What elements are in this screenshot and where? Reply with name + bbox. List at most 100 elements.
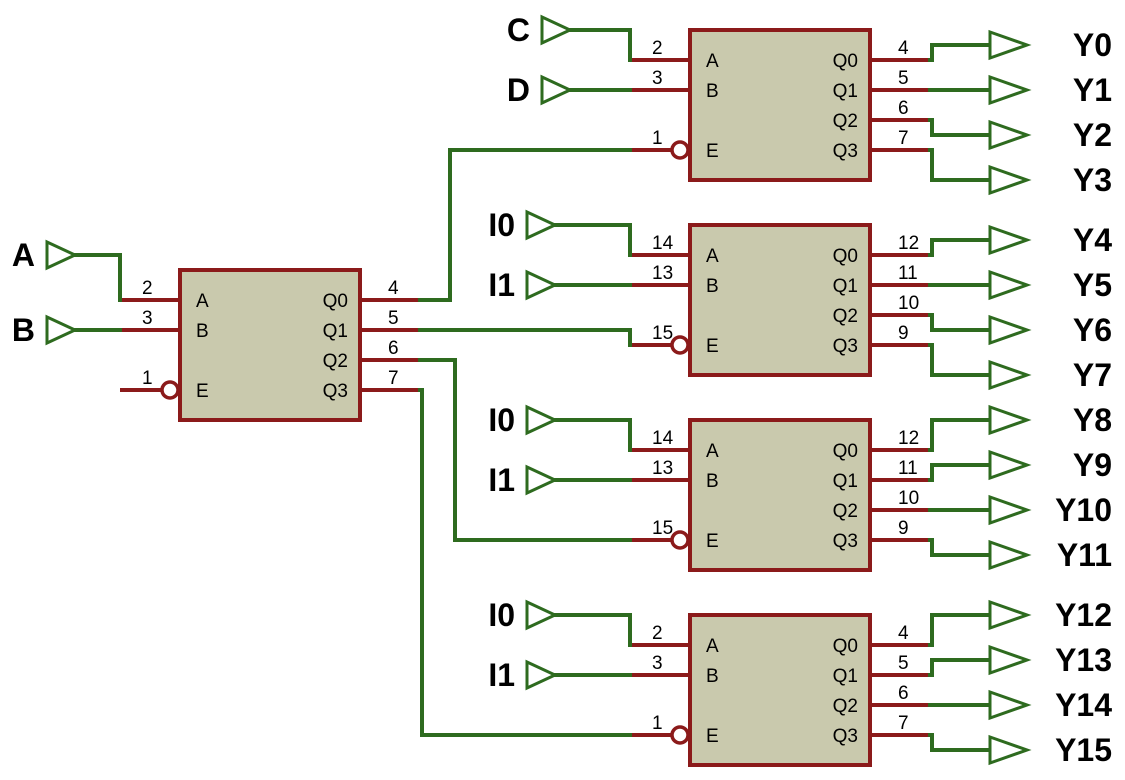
pin-number-b: 3 xyxy=(652,653,663,674)
pin-label-q1: Q1 xyxy=(833,666,858,687)
pin-number-q2: 6 xyxy=(388,338,399,359)
pin-label-q1: Q1 xyxy=(323,321,348,342)
pin-number-q2: 10 xyxy=(898,488,919,509)
pin-label-b: B xyxy=(706,81,719,102)
output-label-2: Y2 xyxy=(1073,117,1112,153)
output-port-3 xyxy=(988,164,1032,196)
input-port-8 xyxy=(525,599,559,631)
wire-a xyxy=(73,253,122,302)
pin-number-q0: 12 xyxy=(898,233,919,254)
pin-label-a: A xyxy=(706,636,719,657)
pin-number-q0: 4 xyxy=(388,278,399,299)
pin-label-e: E xyxy=(706,531,719,552)
input-port-5 xyxy=(525,269,559,301)
pin-label-q2: Q2 xyxy=(833,696,858,717)
pin-number-q2: 6 xyxy=(898,98,909,119)
pin-number-e: 1 xyxy=(652,713,663,734)
wire-out-11 xyxy=(928,538,992,557)
output-port-0 xyxy=(988,29,1032,61)
active-low-bubble xyxy=(670,335,690,355)
pin-label-b: B xyxy=(706,471,719,492)
pin-label-a: A xyxy=(706,246,719,267)
output-label-12: Y12 xyxy=(1055,597,1112,633)
wire-out-6 xyxy=(928,313,992,332)
pin-label-b: B xyxy=(196,321,209,342)
output-label-5: Y5 xyxy=(1073,267,1112,303)
input-label-8: I0 xyxy=(488,597,515,633)
output-port-11 xyxy=(988,539,1032,571)
pin-number-a: 14 xyxy=(652,428,674,449)
pin-number-q1: 11 xyxy=(898,263,918,284)
wire-i0-3 xyxy=(553,418,632,452)
pin-label-b: B xyxy=(706,276,719,297)
output-label-4: Y4 xyxy=(1073,222,1112,258)
chip-body xyxy=(688,613,872,767)
pin-number-q0: 12 xyxy=(898,428,919,449)
wire-q1-to-e3 xyxy=(418,328,632,347)
output-label-1: Y1 xyxy=(1073,72,1112,108)
pin-label-q0: Q0 xyxy=(833,246,858,267)
pin-label-q3: Q3 xyxy=(323,381,348,402)
input-port-2 xyxy=(540,14,574,46)
pin-number-q3: 7 xyxy=(898,128,909,149)
output-port-7 xyxy=(988,359,1032,391)
wire-out-9 xyxy=(928,463,992,482)
pin-label-q0: Q0 xyxy=(833,51,858,72)
wire-out-3 xyxy=(928,148,992,182)
input-label-4: I0 xyxy=(488,207,515,243)
wire-out-13 xyxy=(928,658,992,677)
input-port-9 xyxy=(525,659,559,691)
pin-label-q2: Q2 xyxy=(323,351,348,372)
wire-q3-to-e5 xyxy=(418,388,632,737)
pin-number-q1: 5 xyxy=(898,68,909,89)
pin-number-q2: 10 xyxy=(898,293,919,314)
output-label-8: Y8 xyxy=(1073,402,1112,438)
input-label-0: A xyxy=(12,237,35,273)
active-low-bubble xyxy=(670,140,690,160)
pin-number-e: 15 xyxy=(652,323,673,344)
output-port-6 xyxy=(988,314,1032,346)
output-label-11: Y11 xyxy=(1057,537,1112,573)
output-port-4 xyxy=(988,224,1032,256)
pin-label-q1: Q1 xyxy=(833,81,858,102)
output-port-1 xyxy=(988,74,1032,106)
output-label-10: Y10 xyxy=(1055,492,1112,528)
output-port-12 xyxy=(988,599,1032,631)
pin-label-b: B xyxy=(706,666,719,687)
pin-number-b: 13 xyxy=(652,263,673,284)
pin-number-q2: 6 xyxy=(898,683,909,704)
pin-number-a: 2 xyxy=(652,38,663,59)
active-low-bubble xyxy=(670,725,690,745)
pin-number-q1: 5 xyxy=(898,653,909,674)
wire-out-12 xyxy=(928,613,992,647)
pin-label-a: A xyxy=(706,51,719,72)
wire-q2-to-e4 xyxy=(418,358,632,542)
input-port-0 xyxy=(45,239,79,271)
wire-i0-2 xyxy=(553,223,632,257)
chip-body xyxy=(688,28,872,182)
pin-number-q0: 4 xyxy=(898,38,909,59)
pin-number-q3: 7 xyxy=(898,713,909,734)
pin-label-e: E xyxy=(706,726,719,747)
active-low-bubble xyxy=(670,530,690,550)
pin-number-a: 2 xyxy=(142,278,153,299)
output-port-10 xyxy=(988,494,1032,526)
wire-out-4 xyxy=(928,238,992,257)
active-low-bubble xyxy=(160,380,180,400)
chip-body xyxy=(178,268,362,422)
pin-number-q0: 4 xyxy=(898,623,909,644)
wire-out-0 xyxy=(928,43,992,62)
pin-number-b: 3 xyxy=(142,308,153,329)
pin-label-q0: Q0 xyxy=(323,291,348,312)
wire-out-15 xyxy=(928,733,992,752)
input-label-2: C xyxy=(507,12,530,48)
pin-label-q2: Q2 xyxy=(833,111,858,132)
wire-out-7 xyxy=(928,343,992,377)
pin-label-q3: Q3 xyxy=(833,141,858,162)
input-port-7 xyxy=(525,464,559,496)
output-label-7: Y7 xyxy=(1073,357,1112,393)
